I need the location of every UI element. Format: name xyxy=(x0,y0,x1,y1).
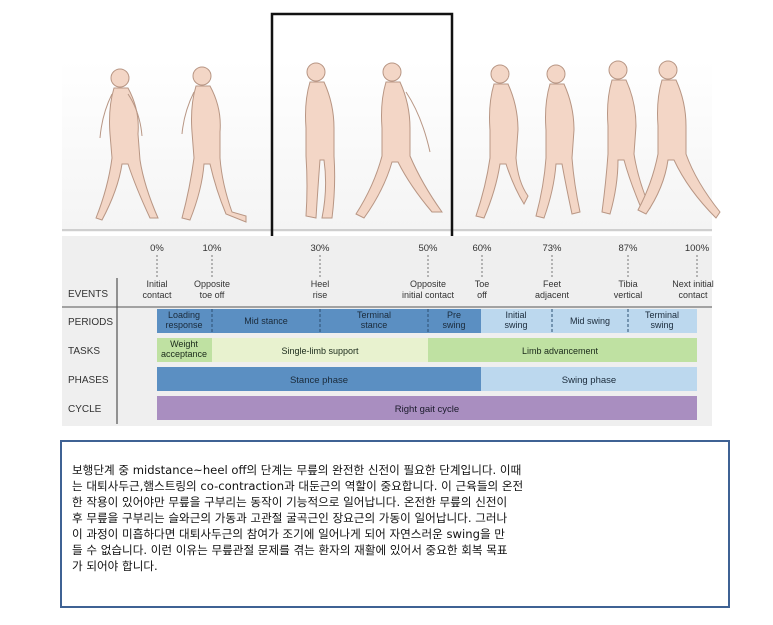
caption-line: 후 무릎을 구부리는 슬와근의 가동과 고관절 굴곡근인 장요근의 가동이 일어… xyxy=(72,511,508,525)
task-single-limb-support-bar xyxy=(212,338,428,362)
percent-label: 100% xyxy=(685,243,710,254)
cycle-label: Right gait cycle xyxy=(395,404,459,415)
caption-line: 는 대퇴사두근,햄스트링의 co-contraction과 대둔근의 역할이 중… xyxy=(72,479,524,493)
walking-figure-2 xyxy=(181,66,247,223)
percent-label: 10% xyxy=(202,243,222,254)
walking-figure-5 xyxy=(475,64,529,219)
phase-stance-bar xyxy=(157,367,481,391)
percent-label: 60% xyxy=(472,243,492,254)
walking-figure-4 xyxy=(355,62,443,219)
caption-box: 보행단계 중 midstance~heel off의 단계는 무릎의 완전한 신… xyxy=(60,440,730,608)
walking-figure-6 xyxy=(535,64,581,219)
row-labels: EVENTS PERIODS TASKS PHASES CYCLE xyxy=(68,289,113,415)
walking-figure-3 xyxy=(305,62,336,219)
task-limb-advancement-bar xyxy=(428,338,697,362)
task-limb-advancement: Limb advancement xyxy=(522,346,599,356)
row-label-phases: PHASES xyxy=(68,375,109,386)
task-weight-acceptance-bar xyxy=(157,338,212,362)
phases-row: Stance phase Swing phase xyxy=(157,367,697,391)
percent-label: 0% xyxy=(150,243,164,254)
percent-label: 87% xyxy=(618,243,638,254)
period-swing-bar xyxy=(481,309,697,333)
cycle-row: Right gait cycle xyxy=(157,396,697,420)
percent-label: 73% xyxy=(542,243,562,254)
row-label-events: EVENTS xyxy=(68,289,108,300)
caption-line: 한 작용이 있어야만 무릎을 구부리는 동작이 기능적으로 일어납니다. 온전한… xyxy=(72,495,508,509)
walking-figures-illustration xyxy=(95,60,721,223)
caption-line: 가 되어야 합니다. xyxy=(72,559,158,573)
phase-swing-bar xyxy=(481,367,697,391)
percent-labels: 0% 10% 30% 50% 60% 73% 87% 100% xyxy=(150,243,710,254)
walking-figure-1 xyxy=(95,68,159,221)
row-label-tasks: TASKS xyxy=(68,346,100,357)
period-stance-bar xyxy=(157,309,481,333)
period-mid-stance: Mid stance xyxy=(244,316,288,326)
row-label-periods: PERIODS xyxy=(68,317,113,328)
percent-label: 30% xyxy=(310,243,330,254)
caption-line: 이 과정이 미흡하다면 대퇴사두근의 참여가 조기에 일어나게 되어 자연스러운… xyxy=(72,527,505,541)
caption-line: 보행단계 중 midstance~heel off의 단계는 무릎의 완전한 신… xyxy=(72,463,522,477)
caption-line: 들 수 없습니다. 이런 이유는 무릎관절 문제를 겪는 환자의 재활에 있어서… xyxy=(72,543,508,557)
cycle-bar xyxy=(157,396,697,420)
caption-text: 보행단계 중 midstance~heel off의 단계는 무릎의 완전한 신… xyxy=(72,462,718,574)
phase-stance: Stance phase xyxy=(290,375,348,386)
walking-figure-7 xyxy=(601,60,651,215)
walking-figure-8 xyxy=(637,60,721,219)
period-mid-swing: Mid swing xyxy=(570,316,610,326)
task-single-limb-support: Single-limb support xyxy=(281,346,359,356)
row-label-cycle: CYCLE xyxy=(68,404,102,415)
phase-swing: Swing phase xyxy=(562,375,616,386)
gait-cycle-figure: 0% 10% 30% 50% 60% 73% 87% 100% EVENTS P… xyxy=(62,12,721,426)
percent-label: 50% xyxy=(418,243,438,254)
